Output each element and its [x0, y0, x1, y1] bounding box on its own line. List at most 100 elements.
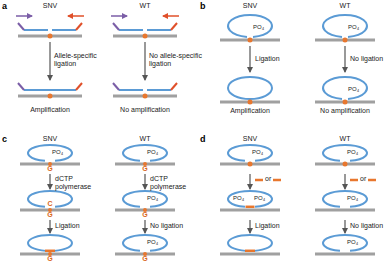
phosphate-label: PO₄	[254, 195, 265, 202]
step-label: Ligation	[55, 222, 80, 230]
step-arrow	[49, 42, 50, 80]
template-strand	[113, 35, 177, 38]
template-strand	[315, 253, 375, 256]
step-arrow	[249, 46, 250, 72]
padlock-probe	[228, 15, 272, 37]
phosphate-label: PO₄	[348, 24, 359, 31]
probe	[119, 89, 143, 91]
padlock-probe	[323, 235, 367, 251]
probe	[52, 29, 76, 31]
snv-site	[48, 94, 53, 99]
template-strand	[315, 163, 375, 166]
phosphate-label: PO₄	[347, 149, 358, 156]
primer-arrow	[163, 15, 179, 17]
base-letter: G	[142, 255, 147, 263]
phosphate-label: PO₄	[253, 24, 264, 31]
panel-letter: a	[2, 1, 7, 11]
base-letter: G	[142, 211, 147, 219]
panel-letter: b	[200, 1, 206, 11]
template-strand	[220, 163, 280, 166]
padlock-probe	[323, 77, 367, 99]
allele-header: SNV	[43, 135, 57, 143]
phosphate-label: PO₄	[348, 86, 359, 93]
padlock-probe	[323, 145, 367, 161]
oligo	[273, 179, 281, 182]
step-arrow	[144, 174, 145, 189]
result-label: No amplification	[120, 106, 170, 114]
step-label: No ligation	[350, 55, 383, 63]
circular-probe	[228, 235, 272, 251]
snv-site	[143, 34, 148, 39]
result-label: Amplification	[30, 106, 70, 114]
phosphate-label: PO₄	[147, 239, 158, 246]
panel-letter: d	[200, 134, 206, 144]
base-letter: C	[47, 200, 52, 208]
step-arrow	[49, 220, 50, 233]
probe-tail	[18, 83, 24, 90]
step-arrow	[344, 46, 345, 72]
snv-site	[143, 94, 148, 99]
probe-tail	[171, 83, 177, 90]
step-label: Allele-specific ligation	[54, 52, 106, 68]
padlock-probe	[228, 191, 272, 207]
added-base	[45, 250, 55, 253]
snv-site	[343, 38, 348, 43]
step-label: dCTP polymerase	[55, 175, 95, 191]
probe-tail	[76, 83, 82, 90]
ligated-probe	[24, 89, 76, 91]
snv-site	[343, 162, 348, 167]
phosphate-label: PO₄	[347, 195, 358, 202]
padlock-probe	[123, 145, 167, 161]
step-arrow	[249, 220, 250, 233]
template-strand	[113, 95, 177, 98]
panel-letter: c	[2, 134, 7, 144]
template-strand	[220, 209, 280, 212]
template-strand	[315, 39, 375, 42]
padlock-probe	[123, 235, 167, 251]
circular-probe	[28, 235, 72, 251]
oligo	[368, 179, 376, 182]
step-label: No ligation	[150, 222, 183, 230]
oligo	[246, 206, 255, 209]
probe-tail	[76, 23, 82, 30]
padlock-probe	[123, 191, 167, 207]
result-label: No amplification	[320, 107, 370, 115]
or-label: or	[360, 175, 366, 183]
step-arrow	[344, 174, 345, 189]
step-arrow	[49, 174, 50, 189]
oligo	[255, 179, 263, 182]
snv-site	[48, 34, 53, 39]
padlock-probe	[28, 145, 72, 161]
step-label: No ligation	[350, 222, 383, 230]
probe	[119, 29, 143, 31]
step-label: No allele-specific ligation	[149, 52, 205, 68]
snv-site	[248, 100, 253, 105]
phosphate-label: PO₄	[147, 149, 158, 156]
step-label: Ligation	[255, 55, 280, 63]
template-strand	[315, 101, 375, 104]
allele-header: WT	[340, 135, 351, 143]
snv-site	[248, 162, 253, 167]
allele-header: SNV	[43, 2, 57, 10]
padlock-probe	[228, 145, 272, 161]
probe-tail	[113, 83, 119, 90]
probe	[147, 29, 171, 31]
padlock-probe	[323, 191, 367, 207]
base-letter: G	[47, 255, 52, 263]
allele-header: SNV	[243, 135, 257, 143]
phosphate-label: PO₄	[252, 149, 263, 156]
phosphate-label: PO₄	[347, 239, 358, 246]
allele-header: WT	[140, 135, 151, 143]
oligo	[245, 250, 255, 253]
template-strand	[220, 101, 280, 104]
circular-probe	[228, 77, 272, 99]
padlock-probe	[323, 15, 367, 37]
base-letter: G	[142, 165, 147, 173]
phosphate-label: PO₄	[147, 195, 158, 202]
step-arrow	[144, 42, 145, 80]
template-strand	[18, 95, 82, 98]
base-letter: G	[47, 165, 52, 173]
step-arrow	[249, 174, 250, 189]
